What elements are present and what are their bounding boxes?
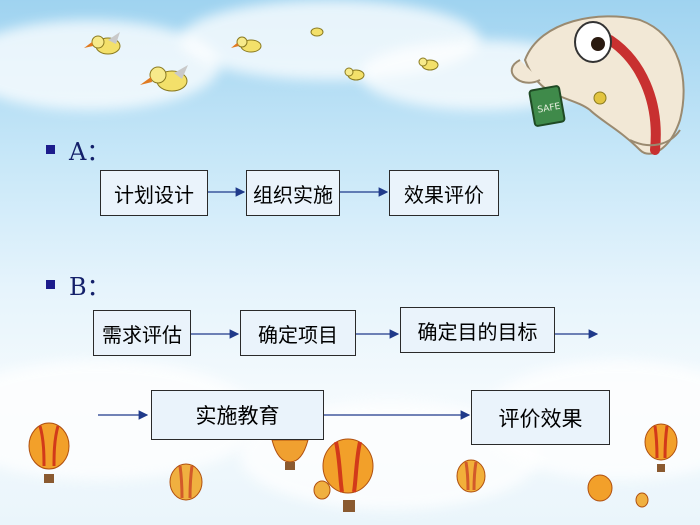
hot-air-balloon-icon	[313, 480, 331, 500]
node-effect-evaluation: 效果评价	[389, 170, 499, 216]
hot-air-balloon-icon	[644, 423, 678, 472]
node-determine-goals: 确定目的目标	[400, 307, 555, 353]
bird-icon	[418, 57, 439, 71]
hot-air-balloon-icon	[169, 463, 203, 501]
hot-air-balloon-icon	[271, 439, 309, 470]
node-determine-project: 确定项目	[240, 310, 356, 356]
hot-air-balloon-icon	[587, 474, 613, 502]
section-a-heading: A：	[46, 133, 111, 166]
mascot-sign-text: SAFE	[537, 102, 562, 116]
bird-icon	[140, 65, 188, 92]
bullet-square-icon	[46, 279, 55, 289]
node-plan-design: 计划设计	[100, 170, 208, 216]
mascot-plane-icon: SAFE	[510, 15, 685, 155]
hot-air-balloon-icon	[635, 492, 649, 508]
node-implement-education: 实施教育	[151, 390, 324, 440]
section-b-label: B：	[69, 272, 111, 301]
hot-air-balloon-icon	[456, 459, 486, 493]
hot-air-balloon-icon	[28, 422, 70, 483]
bird-icon	[231, 36, 262, 53]
bullet-square-icon	[46, 144, 55, 154]
bird-icon	[310, 27, 324, 37]
node-organize-implement: 组织实施	[246, 170, 340, 216]
hot-air-balloon-icon	[322, 438, 374, 512]
section-a-label: A：	[69, 137, 111, 166]
bird-icon	[84, 32, 121, 55]
bird-icon	[344, 67, 365, 81]
node-needs-assessment: 需求评估	[93, 310, 191, 356]
section-b-heading: B：	[46, 268, 111, 301]
node-evaluate-effect: 评价效果	[471, 390, 610, 445]
